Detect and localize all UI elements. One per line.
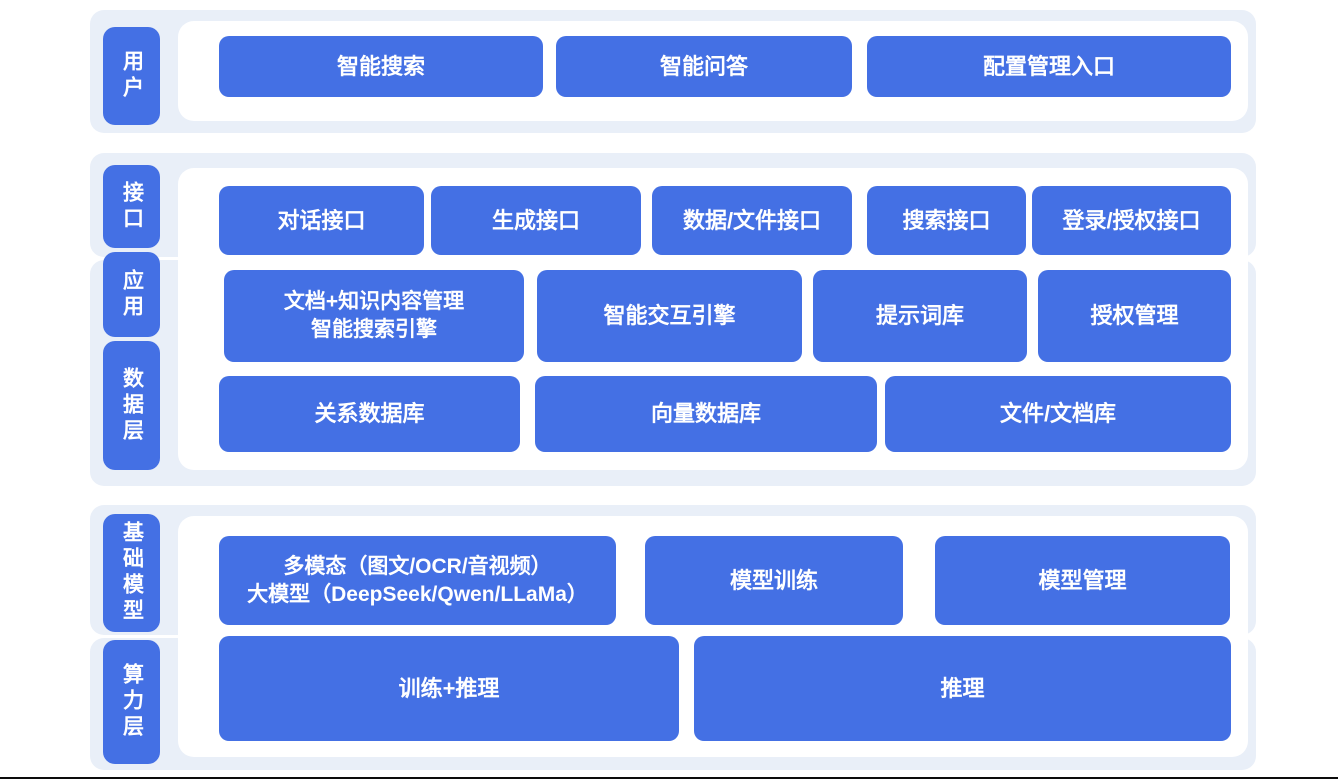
bottom-divider: [0, 777, 1338, 779]
box-smart-search: 智能搜索: [219, 36, 543, 97]
box-model-training: 模型训练: [645, 536, 903, 625]
box-line-1: 文档+知识内容管理: [283, 290, 465, 314]
box-dialogue-api: 对话接口: [219, 186, 424, 255]
box-multimodal-large-model: 多模态（图文/OCR/音视频） 大模型（DeepSeek/Qwen/LLaMa）: [219, 536, 616, 625]
box-search-api: 搜索接口: [867, 186, 1026, 255]
side-label-user: 用户: [103, 27, 160, 125]
box-line-1: 多模态（图文/OCR/音视频）: [283, 554, 552, 578]
side-label-compute-layer: 算力层: [103, 640, 160, 764]
box-authorization-management: 授权管理: [1038, 270, 1231, 362]
box-doc-knowledge-search-engine: 文档+知识内容管理 智能搜索引擎: [224, 270, 524, 362]
box-smart-interaction-engine: 智能交互引擎: [537, 270, 802, 362]
box-file-document-store: 文件/文档库: [885, 376, 1231, 452]
box-model-management: 模型管理: [935, 536, 1230, 625]
box-relational-database: 关系数据库: [219, 376, 520, 452]
box-generation-api: 生成接口: [431, 186, 641, 255]
side-label-interface: 接口: [103, 165, 160, 248]
box-data-file-api: 数据/文件接口: [652, 186, 852, 255]
box-line-2: 大模型（DeepSeek/Qwen/LLaMa）: [247, 582, 588, 606]
box-training-plus-inference: 训练+推理: [219, 636, 679, 741]
side-label-foundation-model: 基础模型: [103, 514, 160, 632]
side-label-data-layer: 数据层: [103, 341, 160, 470]
box-vector-database: 向量数据库: [535, 376, 877, 452]
side-label-application: 应用: [103, 252, 160, 337]
box-line-2: 智能搜索引擎: [311, 318, 437, 341]
box-prompt-library: 提示词库: [813, 270, 1027, 362]
box-smart-qa: 智能问答: [556, 36, 852, 97]
box-login-auth-api: 登录/授权接口: [1032, 186, 1231, 255]
box-config-management-entry: 配置管理入口: [867, 36, 1231, 97]
box-inference: 推理: [694, 636, 1231, 741]
